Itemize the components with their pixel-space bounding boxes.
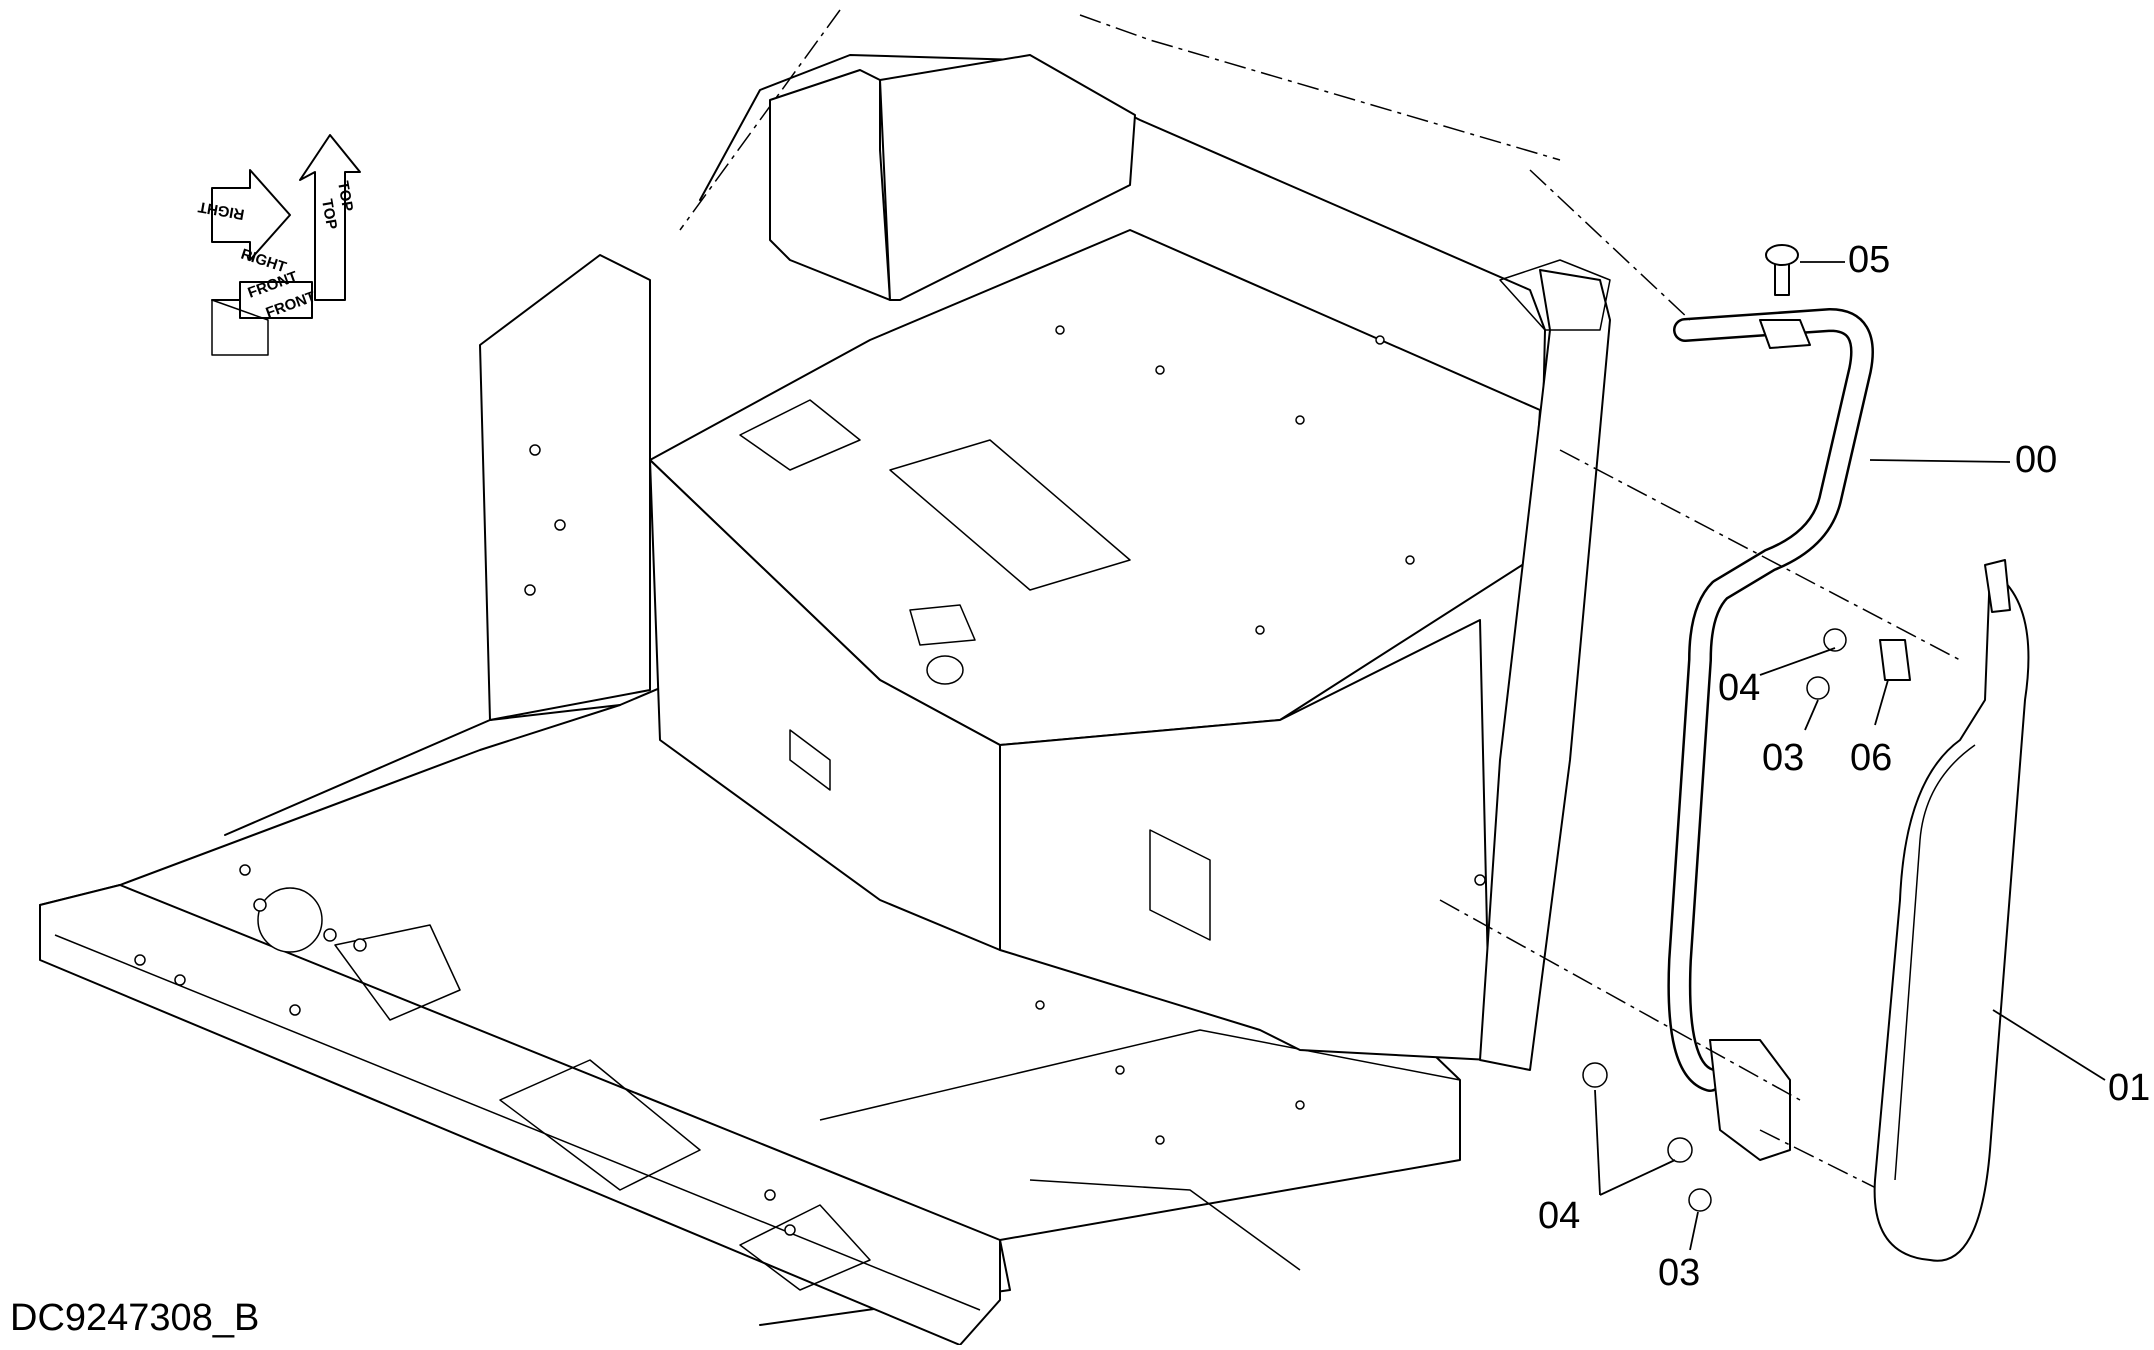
front-arrow-base: [211, 299, 269, 356]
box-hole: [1405, 555, 1415, 565]
top-arrow: [299, 134, 361, 301]
callout-06: 06: [1850, 737, 1892, 779]
upper-cover-side: [879, 54, 1136, 301]
floor-hole: [764, 1189, 776, 1201]
wall-hole: [524, 584, 536, 596]
box-hole: [1055, 325, 1065, 335]
cross-member-cutout: [739, 1204, 871, 1291]
hidden-edge: [679, 9, 841, 231]
leader-00: [1869, 459, 2011, 463]
handle: [909, 604, 976, 646]
pad-body: [1873, 569, 2030, 1262]
floor-hole: [174, 974, 186, 986]
leader-06: [1874, 679, 1889, 726]
callout-05: 05: [1848, 239, 1890, 281]
floor-hole: [239, 864, 251, 876]
reference-code: DC9247308_B: [10, 1297, 259, 1339]
leader-04-lower: [1599, 1159, 1676, 1196]
upper-cover: [769, 69, 891, 301]
lower-bracket: [1709, 1039, 1791, 1161]
assembly-line: [1439, 899, 1801, 1101]
right-pillar: [1479, 259, 1611, 1071]
upper-bracket: [1759, 319, 1811, 349]
leader-lines: [1594, 261, 2106, 1251]
nut-04: [1582, 1062, 1608, 1088]
bolt-03: [1688, 1188, 1712, 1212]
orientation-indicator: TOP TOP RIGHT RIGHT FRONT FRONT: [197, 134, 361, 356]
floor-hole: [253, 898, 267, 912]
leader-04-upper: [1759, 647, 1836, 676]
leader-04-lower: [1594, 1089, 1601, 1196]
handrail-assembly: [1439, 169, 1961, 1212]
top-opening: [739, 399, 861, 471]
front-arrow: [211, 281, 313, 319]
box-right-side: [999, 619, 1491, 1061]
leader-03-upper: [1804, 699, 1819, 731]
floor-inner-edge: [819, 1029, 1461, 1121]
callout-03-upper: 03: [1762, 737, 1804, 779]
cross-member-hole: [257, 887, 323, 953]
handrail-inner: [1669, 310, 1872, 1090]
pillar-cap: [1499, 259, 1611, 331]
nut-04: [1823, 628, 1847, 652]
console-box: [649, 9, 1561, 1061]
bolt-03: [1806, 676, 1830, 700]
right-arrow: [211, 169, 291, 261]
nut-04: [1667, 1137, 1693, 1163]
wall-hole: [529, 444, 541, 456]
floor-hole: [1155, 1135, 1165, 1145]
arm-pad: [1873, 559, 2030, 1262]
callout-04-upper: 04: [1718, 667, 1760, 709]
lower-vent: [1149, 829, 1211, 941]
top-opening: [889, 439, 1131, 591]
callout-00: 00: [2015, 439, 2057, 481]
cross-member-cutout: [334, 924, 461, 1021]
box-hole: [1155, 365, 1165, 375]
cross-member-edge: [54, 934, 981, 1311]
hinge: [789, 729, 831, 791]
floor-hole: [289, 1004, 301, 1016]
latch: [926, 655, 964, 685]
floor-hole: [353, 938, 367, 952]
pad-edge: [1894, 744, 1976, 1181]
box-hole: [1474, 874, 1486, 886]
cab-floor-frame: [39, 254, 1461, 1346]
assembly-line: [1529, 169, 1691, 321]
hidden-edge: [1079, 14, 1561, 161]
floor-hole: [134, 954, 146, 966]
box-hole: [1295, 415, 1305, 425]
orientation-label: RIGHT: [239, 246, 289, 277]
floor-hole: [1035, 1000, 1045, 1010]
floor-hole: [784, 1224, 796, 1236]
orientation-label: TOP: [318, 198, 340, 231]
callout-04-lower: 04: [1538, 1195, 1580, 1237]
pillar: [1479, 269, 1611, 1071]
callout-03-lower: 03: [1658, 1252, 1700, 1294]
orientation-label: TOP: [334, 180, 356, 213]
leader-01: [1992, 1009, 2106, 1081]
cross-member-slot: [499, 1059, 701, 1191]
mid-bracket-06: [1879, 639, 1911, 681]
box-hole: [1255, 625, 1265, 635]
box-hole: [1375, 335, 1385, 345]
bolt-05-head: [1765, 244, 1799, 266]
pad-tab: [1984, 559, 2011, 613]
floor-hole: [1295, 1100, 1305, 1110]
wall-hole: [554, 519, 566, 531]
leader-03-lower: [1689, 1211, 1699, 1251]
floor-hole: [323, 928, 337, 942]
floor-step-edge: [1029, 1179, 1301, 1271]
callouts: 05 00 01 04 03 06 04 03: [1538, 239, 2150, 1294]
floor-hole: [1115, 1065, 1125, 1075]
left-wall-panel: [479, 254, 651, 721]
callout-01: 01: [2108, 1067, 2150, 1109]
